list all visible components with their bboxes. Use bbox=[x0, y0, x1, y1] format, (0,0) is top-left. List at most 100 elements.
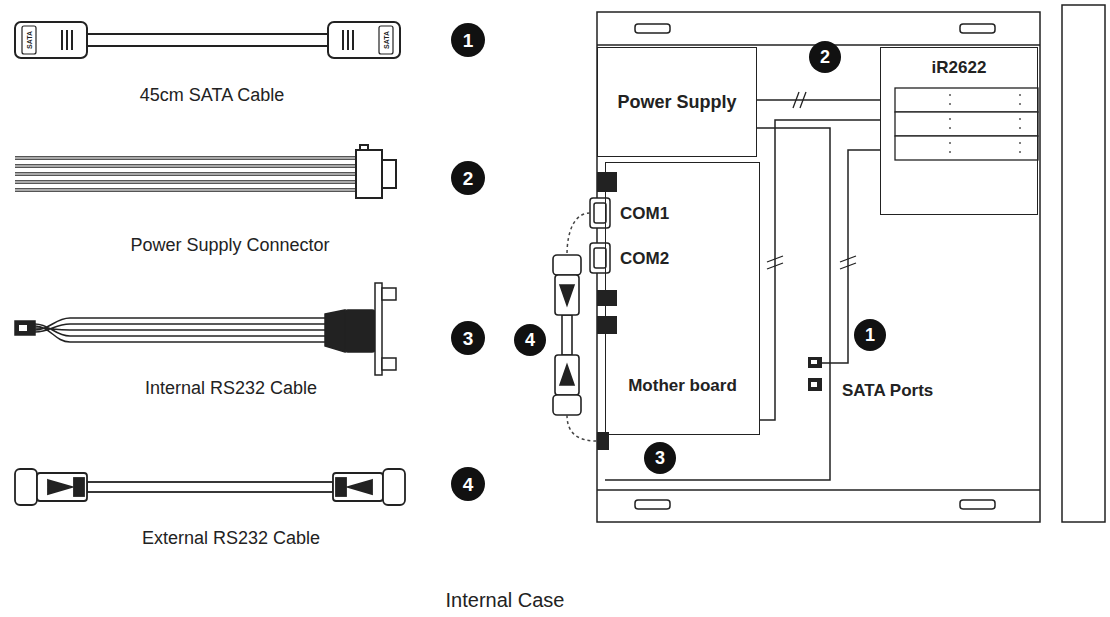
drive-bays bbox=[895, 136, 1038, 160]
cable-wire bbox=[605, 128, 830, 480]
callout-circle bbox=[644, 442, 676, 474]
internal-rs232-cable bbox=[15, 283, 396, 375]
node-label: iR2622 bbox=[932, 58, 987, 78]
power-connector bbox=[356, 145, 396, 198]
cable-wire bbox=[822, 150, 880, 363]
power-connector bbox=[15, 189, 356, 190]
bay-dots bbox=[949, 127, 951, 129]
external-rs232-cable bbox=[37, 473, 87, 501]
node-label: Power Supply bbox=[617, 92, 736, 113]
dashed-lead bbox=[567, 213, 597, 441]
drive-bays bbox=[895, 112, 1038, 136]
internal-rs232-cable bbox=[19, 325, 27, 331]
callout-circle bbox=[854, 319, 886, 351]
com-port bbox=[590, 198, 610, 228]
callout-number: 2 bbox=[820, 48, 830, 66]
callout-number: 3 bbox=[463, 329, 474, 348]
case-outline bbox=[960, 24, 995, 33]
sata-port bbox=[808, 357, 822, 368]
bay-dots bbox=[949, 94, 1021, 153]
internal-rs232-cable bbox=[382, 288, 396, 300]
cable-connector bbox=[757, 99, 880, 101]
connector-marking: SATA bbox=[383, 31, 390, 49]
internal-rs232-cable bbox=[15, 321, 35, 335]
sata-cable bbox=[15, 22, 87, 58]
sata-port bbox=[808, 378, 822, 391]
case-outline bbox=[597, 489, 1040, 491]
sata-port bbox=[811, 382, 817, 387]
power-connector bbox=[15, 158, 356, 190]
node-label: Mother board bbox=[628, 376, 737, 396]
power-connector bbox=[15, 145, 396, 198]
callout-number: 1 bbox=[865, 326, 875, 344]
figure-caption: Internal Case bbox=[446, 590, 565, 610]
part-name: Internal RS232 Cable bbox=[145, 379, 317, 397]
external-rs232-cable bbox=[15, 469, 37, 505]
sata-cable bbox=[15, 22, 400, 58]
external-cable-fitted bbox=[553, 255, 581, 415]
external-cable-fitted bbox=[560, 285, 574, 305]
part-name: 45cm SATA Cable bbox=[140, 86, 284, 104]
internal-rs232-cable bbox=[345, 310, 375, 352]
callout-number: 4 bbox=[525, 331, 535, 349]
callout-circle bbox=[451, 467, 485, 501]
external-rs232-cable bbox=[87, 482, 333, 492]
external-rs232-cable bbox=[348, 480, 372, 494]
callout-circle bbox=[451, 23, 886, 501]
sata-cable bbox=[342, 30, 344, 50]
bay-dots bbox=[1019, 103, 1021, 105]
callout-number: 4 bbox=[463, 475, 474, 494]
external-cable-fitted bbox=[562, 315, 572, 355]
internal-rs232-cable bbox=[325, 310, 345, 352]
sata-cable bbox=[22, 26, 36, 54]
internal-rs232-cable bbox=[70, 341, 325, 343]
power-connector bbox=[382, 160, 396, 188]
connector-marking: SATA bbox=[26, 31, 33, 49]
drive-bays bbox=[895, 88, 1038, 160]
bay-dots bbox=[949, 94, 951, 96]
drive-bays bbox=[895, 88, 1038, 112]
sata-cable bbox=[347, 30, 349, 50]
break-mark bbox=[767, 92, 856, 269]
rear-connectors bbox=[597, 290, 617, 306]
case-outline bbox=[597, 5, 1105, 522]
sata-cable bbox=[352, 30, 354, 50]
power-connector bbox=[356, 150, 382, 198]
external-rs232-cable bbox=[74, 478, 84, 496]
bay-dots bbox=[1019, 127, 1021, 129]
motherboard-box: Mother board bbox=[605, 162, 760, 435]
callout-circle bbox=[451, 23, 485, 57]
bay-dots bbox=[949, 151, 951, 153]
part-name: External RS232 Cable bbox=[142, 529, 320, 547]
external-cable-fitted bbox=[553, 395, 581, 415]
internal-rs232-cable bbox=[70, 329, 325, 331]
power-connector bbox=[15, 164, 356, 168]
bay-dots bbox=[949, 118, 951, 120]
sata-cable bbox=[328, 22, 400, 58]
external-rs232-cable bbox=[383, 469, 405, 505]
internal-rs232-cable bbox=[70, 317, 325, 319]
internal-rs232-cable bbox=[70, 335, 325, 337]
callout-circle bbox=[451, 161, 485, 195]
external-cable-fitted bbox=[560, 365, 574, 385]
callout-circle bbox=[451, 321, 485, 355]
power-connector bbox=[15, 180, 356, 184]
bay-dots bbox=[1019, 94, 1021, 96]
power-connector bbox=[15, 188, 356, 192]
power-connector bbox=[15, 157, 356, 158]
power-connector bbox=[15, 172, 356, 176]
sata-cable bbox=[87, 34, 328, 46]
port-name: SATA Ports bbox=[842, 382, 933, 399]
external-rs232-cable bbox=[333, 473, 383, 501]
cable-connector bbox=[760, 120, 880, 420]
case-outline bbox=[635, 500, 670, 509]
power-connector bbox=[15, 158, 356, 190]
bay-dots bbox=[1019, 142, 1021, 144]
case-outline bbox=[1062, 5, 1105, 522]
sata-cable bbox=[71, 30, 73, 50]
callout-number: 1 bbox=[463, 31, 474, 50]
bay-dots bbox=[1019, 151, 1021, 153]
cable-wire bbox=[605, 128, 880, 480]
case-outline bbox=[597, 12, 1040, 522]
power-supply-box: Power Supply bbox=[597, 47, 757, 157]
